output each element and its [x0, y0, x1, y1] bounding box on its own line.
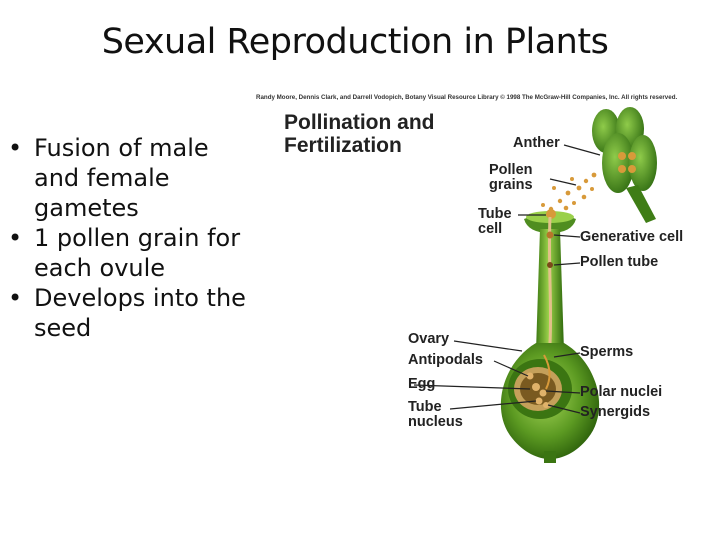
bullet-item: • 1 pollen grain for each ovule	[8, 223, 248, 283]
label-sperms: Sperms	[580, 344, 634, 360]
label-ovary: Ovary	[408, 331, 450, 347]
bullet-text: Develops into the seed	[34, 284, 246, 342]
pollination-figure: Randy Moore, Dennis Clark, and Darrell V…	[254, 93, 720, 463]
label-egg: Egg	[408, 376, 436, 392]
bullet-item: • Fusion of male and female gametes	[8, 133, 248, 223]
label-line: Tube	[478, 206, 512, 222]
bullet-item: • Develops into the seed	[8, 283, 248, 343]
label-line: nucleus	[408, 414, 463, 430]
leader-lines	[413, 144, 601, 414]
figure-credit: Randy Moore, Dennis Clark, and Darrell V…	[256, 94, 678, 101]
label-generative-cell: Generative cell	[580, 229, 684, 245]
bullet-text: 1 pollen grain for each ovule	[34, 224, 241, 282]
label-antipodals: Antipodals	[408, 352, 483, 368]
label-tube-nucleus: Tube nucleus	[408, 400, 463, 430]
figure-title-line: Pollination and	[284, 111, 435, 134]
bullet-list: • Fusion of male and female gametes • 1 po…	[8, 133, 248, 343]
label-line: grains	[489, 177, 533, 193]
label-polar-nuclei: Polar nuclei	[580, 384, 663, 400]
bullet-text: Fusion of male and female gametes	[34, 134, 209, 222]
label-line: Tube	[408, 399, 442, 415]
label-line: cell	[478, 221, 503, 237]
slide-title: Sexual Reproduction in Plants	[101, 22, 609, 62]
bullet-icon: •	[8, 224, 23, 252]
label-anther: Anther	[513, 135, 560, 151]
figure-title-line: Fertilization	[284, 134, 402, 157]
label-synergids: Synergids	[580, 404, 651, 420]
figure-title: Pollination and Fertilization	[284, 111, 435, 157]
label-line: Pollen	[489, 162, 533, 178]
anther-shape	[592, 107, 657, 223]
label-pollen-grains: Pollen grains	[489, 163, 533, 193]
pollen-grains	[541, 172, 597, 217]
label-tube-cell: Tube cell	[478, 207, 512, 237]
label-pollen-tube: Pollen tube	[580, 254, 659, 270]
bullet-icon: •	[8, 134, 23, 162]
bullet-icon: •	[8, 284, 23, 312]
pistil-illustration	[413, 107, 657, 463]
